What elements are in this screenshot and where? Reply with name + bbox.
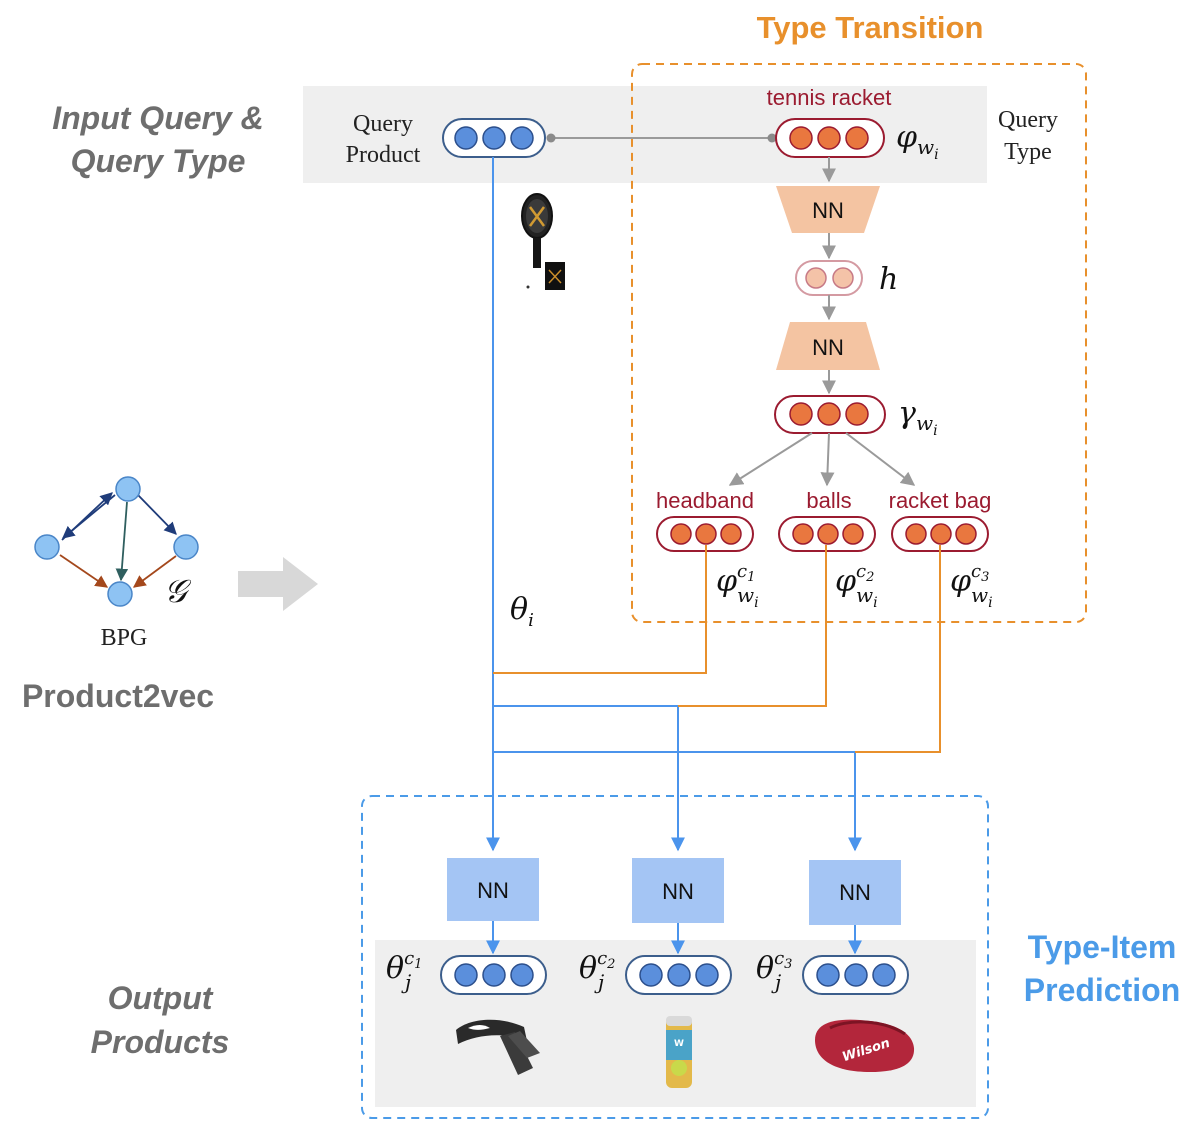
svg-text:W: W	[674, 1039, 684, 1049]
product2vec-title: Product2vec	[22, 678, 214, 714]
theta-i-symbol: θi	[510, 592, 534, 631]
type-item-prediction-title-line2: Prediction	[1024, 972, 1180, 1008]
query-product-label-line2: Product	[346, 142, 421, 168]
arrow-gamma-to-racket-bag	[845, 432, 916, 486]
type-item-prediction-title-line1: Type-Item	[1028, 929, 1177, 965]
h-symbol: h	[879, 262, 898, 297]
nn-encoder: NN	[776, 186, 880, 233]
arrow-gamma-to-balls	[820, 432, 835, 487]
bpg-label: BPG	[101, 625, 148, 651]
type-transition-title: Type Transition	[757, 10, 984, 45]
query-type-name: tennis racket	[767, 85, 892, 110]
svg-text:NN: NN	[812, 335, 844, 360]
complement-label-racket-bag: racket bag	[889, 488, 992, 513]
svg-text:NN: NN	[812, 198, 844, 223]
complement-label-balls: balls	[806, 488, 851, 513]
h-embedding	[795, 260, 863, 296]
output-products-title-line1: Output	[108, 980, 214, 1016]
output-embedding-racket-bag	[802, 955, 909, 995]
product2vec-arrow	[238, 557, 318, 611]
racket-bag-image: Wilson	[815, 1019, 915, 1072]
tennis-balls-image: W	[666, 1016, 692, 1088]
query-product-embedding	[442, 118, 546, 158]
query-type-label-line1: Query	[998, 107, 1058, 133]
headband-image	[456, 1019, 540, 1075]
svg-text:NN: NN	[662, 879, 694, 904]
bpg-graph	[34, 476, 199, 607]
nn-predict-racket-bag: NN	[809, 860, 901, 925]
type-transition-box	[631, 63, 1087, 623]
gamma-embedding	[774, 395, 886, 434]
orange-connections	[493, 545, 941, 753]
complement-embedding-racket-bag	[891, 516, 989, 552]
complement-label-headband: headband	[656, 488, 754, 513]
graph-symbol: 𝒢	[164, 572, 192, 610]
svg-text:NN: NN	[477, 878, 509, 903]
svg-text:NN: NN	[839, 880, 871, 905]
query-product-label-line1: Query	[353, 111, 413, 137]
output-products-title-line2: Products	[91, 1024, 230, 1060]
nn-predict-headband: NN	[447, 858, 539, 921]
query-product-type-link	[546, 133, 777, 143]
output-embedding-headband	[440, 955, 547, 995]
input-query-title-line2: Query Type	[71, 143, 246, 179]
query-type-label-line2: Type	[1004, 139, 1052, 165]
output-embedding-balls	[625, 955, 732, 995]
arrow-gamma-to-headband	[728, 432, 813, 486]
type-item-prediction-box	[361, 795, 989, 1119]
complement-embedding-balls	[778, 516, 876, 552]
input-query-title-line1: Input Query &	[52, 100, 264, 136]
nn-decoder: NN	[776, 322, 880, 370]
gamma-symbol: γwi	[898, 396, 938, 439]
query-type-embedding	[775, 118, 885, 158]
nn-predict-balls: NN	[632, 858, 724, 923]
phi-symbol: φwi	[896, 120, 939, 163]
tennis-racket-image	[521, 193, 565, 290]
